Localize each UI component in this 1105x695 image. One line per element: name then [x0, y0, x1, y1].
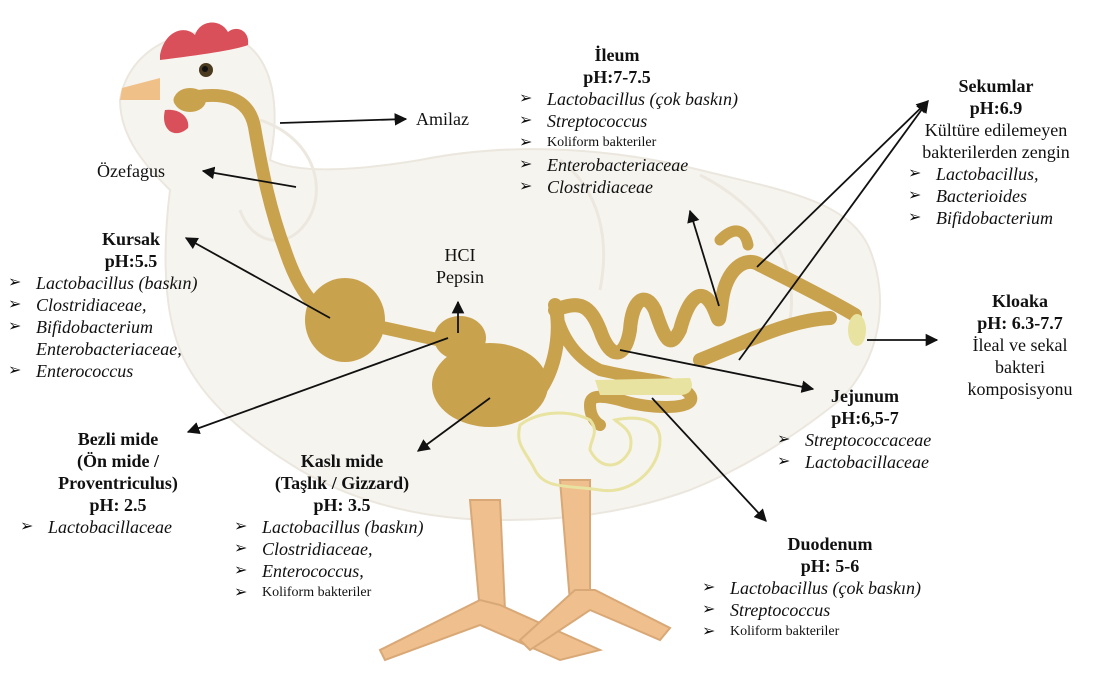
bezli-mide-ph: pH: 2.5	[18, 494, 218, 516]
bezli-mide-bacteria-list: Lactobacillaceae	[18, 516, 218, 538]
duodenum-bacteria-list: Lactobacillus (çok baskın) Streptococcus…	[700, 577, 960, 643]
list-item: Bacterioides	[906, 185, 1086, 207]
list-item: Lactobacillus,	[906, 163, 1086, 185]
sekumlar-ph: pH:6.9	[906, 97, 1086, 119]
kloaka-desc-1: İleal ve sekal	[945, 334, 1095, 356]
ileum-title: İleum	[517, 44, 717, 66]
kloaka-label: Kloaka pH: 6.3-7.7 İleal ve sekal bakter…	[945, 290, 1095, 400]
list-item: Lactobacillaceae	[18, 516, 218, 538]
duodenum-ph: pH: 5-6	[700, 555, 960, 577]
pepsin-text: Pepsin	[425, 266, 495, 288]
ozefagus-label: Özefagus	[97, 160, 165, 182]
list-item: Enterococcus	[6, 360, 256, 382]
list-item: Streptococcus	[700, 599, 960, 621]
ileum-label: İleum pH:7-7.5 Lactobacillus (çok baskın…	[517, 44, 738, 198]
kursak-title: Kursak	[6, 228, 256, 250]
ileum-ph: pH:7-7.5	[517, 66, 717, 88]
kloaka-title: Kloaka	[945, 290, 1095, 312]
cloaca-opening	[848, 314, 866, 346]
list-item: Lactobacillus (çok baskın)	[517, 88, 738, 110]
list-item: Streptococcaceae	[775, 429, 955, 451]
bezli-mide-label: Bezli mide (Ön mide / Proventriculus) pH…	[18, 428, 218, 538]
sekumlar-desc-2: bakterilerden zengin	[906, 141, 1086, 163]
kursak-label: Kursak pH:5.5 Lactobacillus (baskın) Clo…	[6, 228, 256, 382]
sekumlar-desc-1: Kültüre edilemeyen	[906, 119, 1086, 141]
duodenum-pale-section	[595, 378, 692, 395]
list-item: Enterococcus,	[232, 560, 452, 582]
arrow-amilaz	[280, 119, 406, 123]
kasli-mide-label: Kaslı mide (Taşlık / Gizzard) pH: 3.5 La…	[232, 450, 452, 604]
kloaka-desc-2: bakteri	[945, 356, 1095, 378]
bezli-mide-title-1: Bezli mide	[18, 428, 218, 450]
jejunum-ph: pH:6,5-7	[775, 407, 955, 429]
list-item: Clostridiaceae,	[232, 538, 452, 560]
kursak-bacteria-list: Lactobacillus (baskın) Clostridiaceae, B…	[6, 272, 256, 382]
jejunum-bacteria-list: Streptococcaceae Lactobacillaceae	[775, 429, 955, 473]
hcl-text: HCI	[425, 244, 495, 266]
list-item: Lactobacillus (baskın)	[6, 272, 256, 294]
duodenum-label: Duodenum pH: 5-6 Lactobacillus (çok bask…	[700, 533, 960, 643]
list-item: Lactobacillus (baskın)	[232, 516, 452, 538]
jejunum-title: Jejunum	[775, 385, 955, 407]
kloaka-ph: pH: 6.3-7.7	[945, 312, 1095, 334]
chicken-eye	[199, 63, 213, 77]
list-item: Koliform bakteriler	[517, 132, 738, 154]
list-item: Koliform bakteriler	[700, 621, 960, 643]
sekumlar-bacteria-list: Lactobacillus, Bacterioides Bifidobacter…	[906, 163, 1086, 229]
ileum-bacteria-list: Lactobacillus (çok baskın) Streptococcus…	[517, 88, 738, 198]
duodenum-title: Duodenum	[700, 533, 960, 555]
jejunum-label: Jejunum pH:6,5-7 Streptococcaceae Lactob…	[775, 385, 955, 473]
kasli-mide-title-2: (Taşlık / Gizzard)	[232, 472, 452, 494]
list-item: Lactobacillaceae	[775, 451, 955, 473]
list-item: Streptococcus	[517, 110, 738, 132]
list-item: Enterobacteriaceae	[517, 154, 738, 176]
list-item: Lactobacillus (çok baskın)	[700, 577, 960, 599]
kasli-mide-bacteria-list: Lactobacillus (baskın) Clostridiaceae, E…	[232, 516, 452, 604]
list-item: Bifidobacterium	[906, 207, 1086, 229]
list-item: Enterobacteriaceae,	[6, 338, 256, 360]
kasli-mide-ph: pH: 3.5	[232, 494, 452, 516]
kloaka-desc-3: komposisyonu	[945, 378, 1095, 400]
list-item: Bifidobacterium	[6, 316, 256, 338]
bezli-mide-title-3: Proventriculus)	[18, 472, 218, 494]
list-item: Clostridiaceae	[517, 176, 738, 198]
sekumlar-title: Sekumlar	[906, 75, 1086, 97]
list-item: Koliform bakteriler	[232, 582, 452, 604]
kasli-mide-title-1: Kaslı mide	[232, 450, 452, 472]
amilaz-label: Amilaz	[416, 108, 469, 130]
list-item: Clostridiaceae,	[6, 294, 256, 316]
sekumlar-label: Sekumlar pH:6.9 Kültüre edilemeyen bakte…	[906, 75, 1086, 229]
bezli-mide-title-2: (Ön mide /	[18, 450, 218, 472]
kursak-ph: pH:5.5	[6, 250, 256, 272]
hcl-pepsin-label: HCI Pepsin	[425, 244, 495, 288]
